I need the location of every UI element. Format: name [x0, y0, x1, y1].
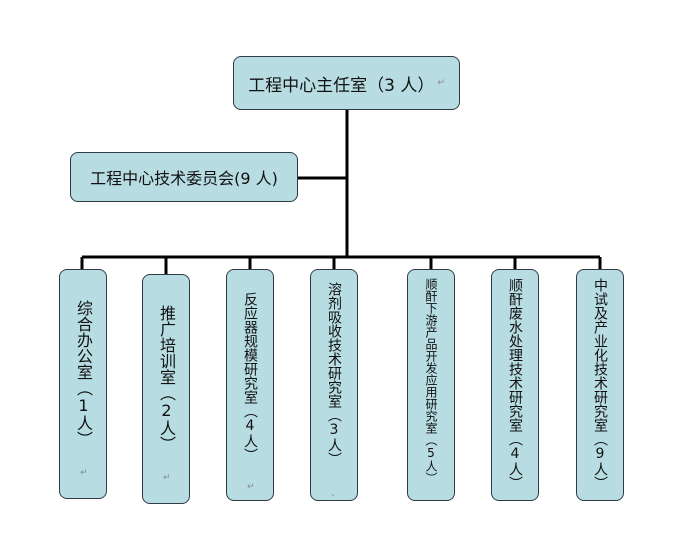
- department-label-1: 综合办公室（1人）: [74, 300, 93, 447]
- paragraph-mark: ↵: [247, 482, 255, 492]
- committee-box: 工程中心技术委员会(9 人): [70, 152, 298, 202]
- department-box-1: 综合办公室（1人） ↵: [59, 269, 107, 499]
- department-label-4: 溶剂吸收技术研究室（3人）: [326, 282, 342, 466]
- department-box-6: 顺酐废水处理技术研究室（4人）: [491, 269, 539, 501]
- department-box-2: 推广培训室（2人） ↵: [142, 274, 190, 504]
- top-office-box: 工程中心主任室（3 人） ↵: [233, 56, 460, 110]
- department-label-3: 反应器规模研究室（4人）: [242, 292, 258, 462]
- department-label-7: 中试及产业化技术研究室（9人）: [592, 278, 608, 490]
- department-box-4: 溶剂吸收技术研究室（3人） 、: [310, 269, 358, 501]
- department-box-3: 反应器规模研究室（4人） ↵: [226, 269, 274, 501]
- paragraph-mark: ↵: [163, 473, 171, 483]
- department-label-2: 推广培训室（2人）: [157, 305, 176, 452]
- department-label-6: 顺酐废水处理技术研究室（4人）: [507, 278, 523, 490]
- department-box-7: 中试及产业化技术研究室（9人）: [576, 269, 624, 501]
- paragraph-mark: ↵: [437, 78, 445, 88]
- department-box-5: 顺酐下游产品开发应用研究室（5人）: [407, 269, 455, 501]
- committee-label: 工程中心技术委员会(9 人): [90, 169, 278, 188]
- paragraph-mark: ↵: [80, 468, 88, 478]
- top-office-label: 工程中心主任室（3 人）: [248, 75, 435, 96]
- paragraph-mark: 、: [331, 489, 341, 499]
- department-label-5: 顺酐下游产品开发应用研究室（5人）: [424, 278, 438, 484]
